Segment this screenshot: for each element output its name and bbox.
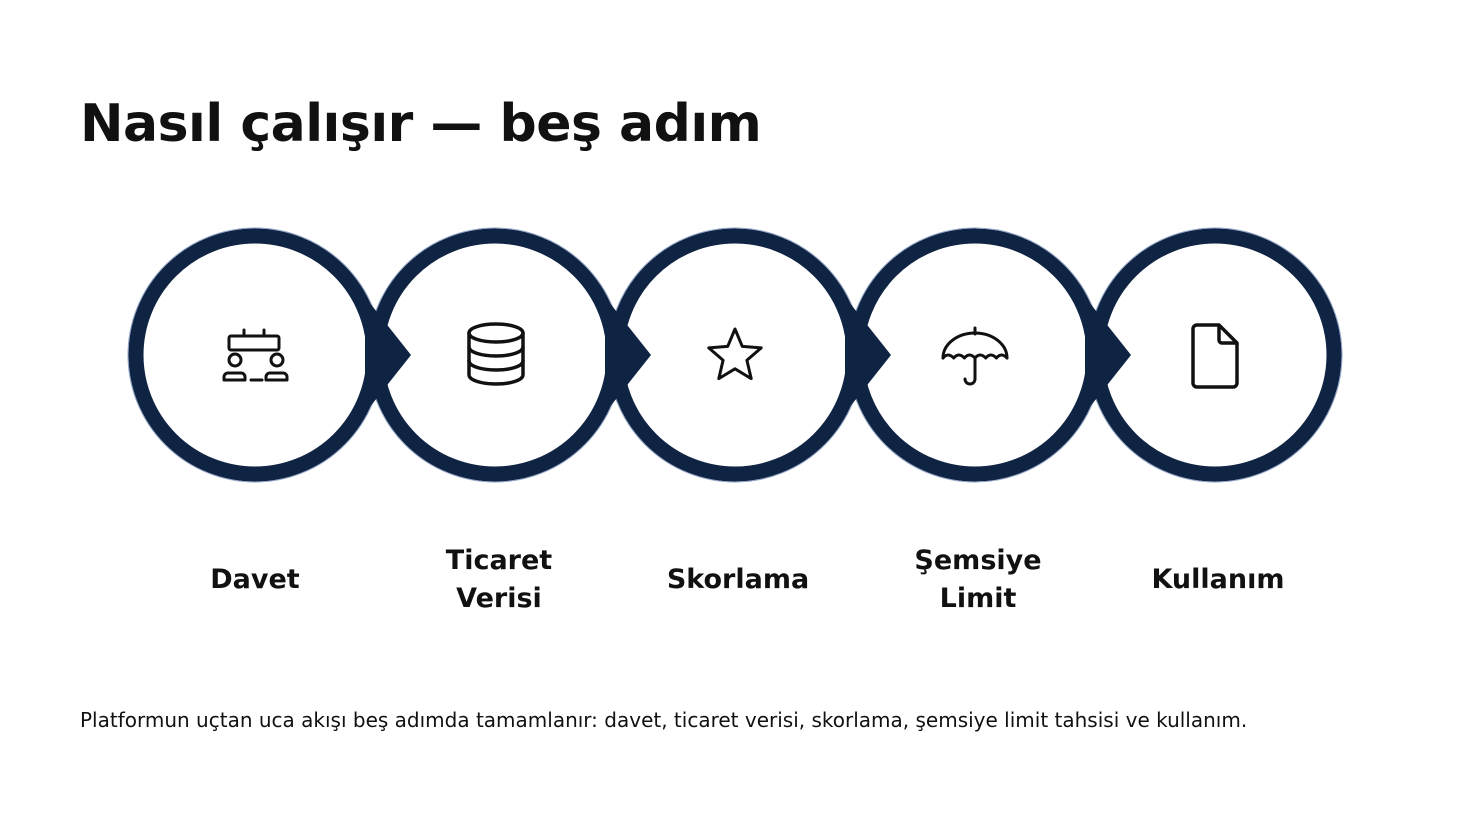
step-label-skorlama: Skorlama [666, 564, 810, 595]
step-connector-arrow-4 [1085, 297, 1131, 413]
step-ring-4 [847, 227, 1131, 483]
step-ring-1 [127, 227, 411, 483]
step-label-ticaret-verisi: Ticaret Verisi [445, 545, 553, 614]
step-label-semsiye-limit: Şemsiye Limit [914, 545, 1042, 614]
database-icon [467, 322, 525, 386]
step-label-kullanim: Kullanım [1151, 564, 1285, 595]
step-label-davet: Davet [210, 564, 300, 595]
document-icon [1191, 323, 1239, 389]
step-connector-arrow-2 [605, 297, 651, 413]
step-connector-arrow-1 [365, 297, 411, 413]
umbrella-icon [941, 326, 1009, 386]
step-connector-arrow-3 [845, 297, 891, 413]
star-icon [707, 327, 763, 381]
page-title: Nasıl çalışır — beş adım [80, 94, 762, 154]
people-table-icon [222, 328, 289, 382]
slide-caption: Platformun uçtan uca akışı beş adımda ta… [80, 708, 1248, 732]
